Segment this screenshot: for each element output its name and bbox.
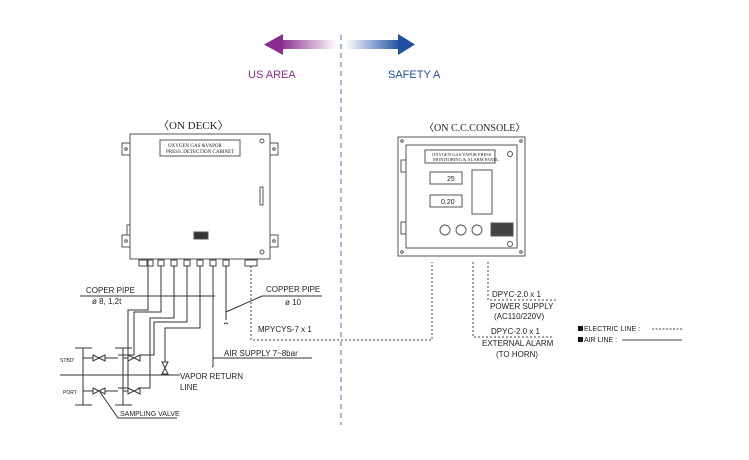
legend-air: AIR LINE : <box>584 337 617 344</box>
copper-pipe-leader <box>223 295 322 325</box>
right-arrow-icon <box>345 34 415 55</box>
stbd-label: STBD' <box>60 358 74 364</box>
safety-area-label: SAFETY A <box>388 69 441 81</box>
port-label: PORT <box>63 390 77 396</box>
deck-pipe-fittings <box>138 259 258 267</box>
coper-pipe-spec: ø 8, 1,2t <box>92 297 122 306</box>
console-panel <box>397 136 526 257</box>
legend-air-marker <box>578 337 583 342</box>
display-2: 0.20 <box>441 199 455 206</box>
cable-label: MPYCYS-7 x 1 <box>258 325 312 334</box>
sampling-valve-label: SAMPLING VALVE <box>120 411 180 418</box>
deck-cabinet <box>121 133 279 260</box>
coper-pipe-label: COPER PIPE <box>86 286 135 295</box>
legend-electric: ELECTRIC LINE : <box>584 326 640 333</box>
alarm-label-2: (TO HORN) <box>496 350 538 359</box>
vapor-return-label-1: VAPOR RETURN <box>180 372 243 381</box>
air-pipes <box>60 266 312 419</box>
deck-title: 〈ON DECK〉 <box>158 119 229 132</box>
vapor-return-label-2: LINE <box>180 383 198 392</box>
console-plate-line2: MONITORING & ALARM PANEL <box>433 157 499 162</box>
console-plate-line1: OXYGEN GAS VAPOR PRESS <box>432 152 492 157</box>
power-cable <box>487 262 557 301</box>
console-title: 〈ON C.C.CONSOLE〉 <box>424 122 525 134</box>
copper-pipe-spec: ø 10 <box>285 298 302 307</box>
deck-plate-line1: OXYGEN GAS &VAPOR <box>168 144 222 149</box>
alarm-cable-label: DPYC-2.0 x 1 <box>491 327 540 336</box>
valve-icons <box>92 354 169 395</box>
left-arrow-icon <box>264 34 337 55</box>
power-cable-label: DPYC-2.0 x 1 <box>492 290 541 299</box>
air-supply-label: AIR SUPPLY 7~8bar <box>224 349 298 358</box>
us-area-label: US AREA <box>248 69 296 81</box>
power-supply-label-2: (AC110/220V) <box>494 312 544 321</box>
copper-pipe-label: COPPER PIPE <box>266 285 320 294</box>
legend-electric-marker <box>578 326 583 331</box>
alarm-label-1: EXTERNAL ALARM <box>482 339 554 348</box>
power-supply-label-1: POWER SUPPLY <box>490 302 554 311</box>
deck-plate-line2: PRESS. DETECTION CABINET <box>166 150 234 155</box>
mpycys-cable <box>250 262 433 341</box>
alarm-cable <box>472 262 553 338</box>
display-1: 25 <box>447 176 455 183</box>
